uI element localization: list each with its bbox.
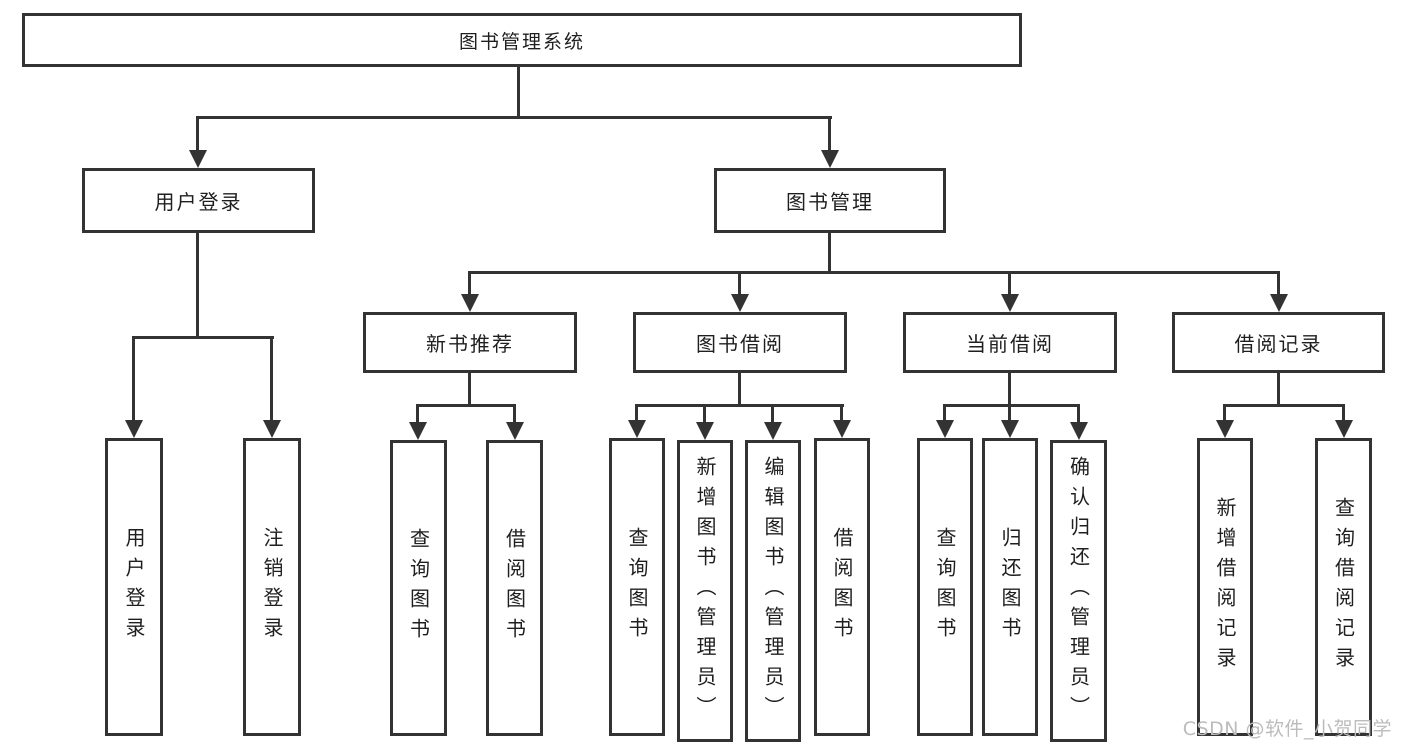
connector-stem-leaf bbox=[771, 404, 774, 424]
node-label: 归还图书 bbox=[998, 527, 1022, 647]
node-label: 查询图书 bbox=[406, 528, 431, 648]
connector-stem-level3 bbox=[468, 271, 471, 296]
node-label: 注销登录 bbox=[260, 527, 284, 647]
connector-stem-book-management bbox=[828, 116, 831, 152]
connector-arrowhead bbox=[409, 422, 427, 440]
node-library-management-system: 图书管理系统 bbox=[22, 13, 1022, 67]
node-current-borrowing: 当前借阅 bbox=[903, 312, 1117, 373]
connector-arrowhead bbox=[821, 150, 839, 168]
connector-root-hbar bbox=[196, 116, 832, 119]
connector-stem-level3 bbox=[1008, 271, 1011, 296]
connector-stem-leaf bbox=[1223, 404, 1226, 422]
connector-arrowhead bbox=[936, 420, 954, 438]
node-label: 图书管理 bbox=[786, 190, 874, 214]
connector-stem-leaf bbox=[513, 404, 516, 424]
node-borrowing-records: 借阅记录 bbox=[1172, 312, 1385, 373]
connector-stem-leaf bbox=[270, 336, 273, 422]
connector-stem-leaf bbox=[635, 404, 638, 422]
connector-arrowhead bbox=[764, 422, 782, 440]
connector-stem-leaf bbox=[840, 404, 843, 422]
node-query-borrow-record: 查询借阅记录 bbox=[1315, 438, 1372, 736]
node-label: 新增借阅记录 bbox=[1213, 497, 1237, 677]
node-book-borrowing: 图书借阅 bbox=[633, 312, 847, 373]
node-label: 借阅图书 bbox=[502, 528, 527, 648]
node-confirm-return-admin: 确认归还（管理员） bbox=[1050, 440, 1107, 742]
node-borrow-books-recommend: 借阅图书 bbox=[486, 440, 543, 736]
connector-arrowhead bbox=[461, 294, 479, 312]
connector-stem-leaf bbox=[1342, 404, 1345, 422]
connector-leaf-hbar bbox=[635, 404, 844, 407]
connector-arrowhead bbox=[263, 420, 281, 438]
connector-user-login-down bbox=[196, 233, 199, 338]
connector-arrowhead bbox=[189, 150, 207, 168]
node-label: 图书借阅 bbox=[696, 332, 784, 356]
connector-stem-leaf bbox=[1077, 404, 1080, 424]
connector-book-management-down bbox=[828, 233, 831, 274]
connector-arrowhead bbox=[833, 420, 851, 438]
node-query-books-recommend: 查询图书 bbox=[390, 440, 447, 736]
connector-l3-down bbox=[738, 373, 741, 406]
node-book-management: 图书管理 bbox=[714, 168, 946, 233]
node-label: 查询图书 bbox=[933, 527, 957, 647]
connector-l3-down bbox=[1008, 373, 1011, 406]
node-borrow-books-borrowing: 借阅图书 bbox=[814, 438, 870, 736]
connector-arrowhead bbox=[628, 420, 646, 438]
node-add-book-admin: 新增图书（管理员） bbox=[677, 440, 733, 742]
node-label: 查询借阅记录 bbox=[1331, 497, 1356, 677]
connector-l3-down bbox=[468, 373, 471, 406]
connector-root-stem bbox=[517, 67, 520, 119]
connector-arrowhead bbox=[1335, 420, 1353, 438]
node-add-borrow-record: 新增借阅记录 bbox=[1197, 438, 1253, 736]
node-label: 借阅图书 bbox=[830, 527, 854, 647]
watermark: CSDN @软件_小贺同学 bbox=[1182, 718, 1392, 740]
node-label: 图书管理系统 bbox=[458, 30, 585, 53]
connector-arrowhead bbox=[1001, 420, 1019, 438]
connector-leaf-hbar bbox=[943, 404, 1080, 407]
connector-stem-level3 bbox=[1277, 271, 1280, 296]
node-user-login-leaf: 用户登录 bbox=[105, 438, 163, 736]
node-label: 新书推荐 bbox=[426, 332, 514, 356]
connector-user-login-hbar bbox=[132, 336, 274, 339]
node-edit-book-admin: 编辑图书（管理员） bbox=[745, 440, 801, 742]
node-label: 当前借阅 bbox=[966, 332, 1054, 356]
connector-arrowhead bbox=[1070, 422, 1088, 440]
node-label: 用户登录 bbox=[122, 527, 146, 647]
connector-stem-leaf bbox=[703, 404, 706, 424]
node-label: 借阅记录 bbox=[1234, 332, 1323, 356]
connector-arrowhead bbox=[506, 422, 524, 440]
node-label: 确认归还（管理员） bbox=[1066, 456, 1091, 726]
node-user-login: 用户登录 bbox=[82, 168, 315, 233]
node-new-book-recommendation: 新书推荐 bbox=[363, 312, 577, 373]
connector-level3-hbar bbox=[468, 271, 1280, 274]
connector-stem-leaf bbox=[1008, 404, 1011, 422]
node-label: 查询图书 bbox=[625, 527, 649, 647]
node-logout-leaf: 注销登录 bbox=[243, 438, 301, 736]
connector-leaf-hbar bbox=[416, 404, 516, 407]
connector-stem-level3 bbox=[738, 271, 741, 296]
node-return-book: 归还图书 bbox=[982, 438, 1038, 736]
node-query-books-current: 查询图书 bbox=[917, 438, 973, 736]
connector-l3-down bbox=[1277, 373, 1280, 406]
connector-stem-user-login bbox=[196, 116, 199, 152]
connector-arrowhead bbox=[125, 420, 143, 438]
connector-arrowhead bbox=[1216, 420, 1234, 438]
node-label: 新增图书（管理员） bbox=[693, 456, 717, 726]
connector-stem-leaf bbox=[416, 404, 419, 424]
connector-arrowhead bbox=[731, 294, 749, 312]
connector-leaf-hbar bbox=[1223, 404, 1345, 407]
node-label: 编辑图书（管理员） bbox=[761, 456, 785, 726]
node-query-books-borrowing: 查询图书 bbox=[609, 438, 665, 736]
connector-arrowhead bbox=[1001, 294, 1019, 312]
connector-arrowhead bbox=[696, 422, 714, 440]
node-label: 用户登录 bbox=[154, 190, 243, 214]
connector-arrowhead bbox=[1270, 294, 1288, 312]
connector-stem-leaf bbox=[943, 404, 946, 422]
connector-stem-leaf bbox=[132, 336, 135, 422]
